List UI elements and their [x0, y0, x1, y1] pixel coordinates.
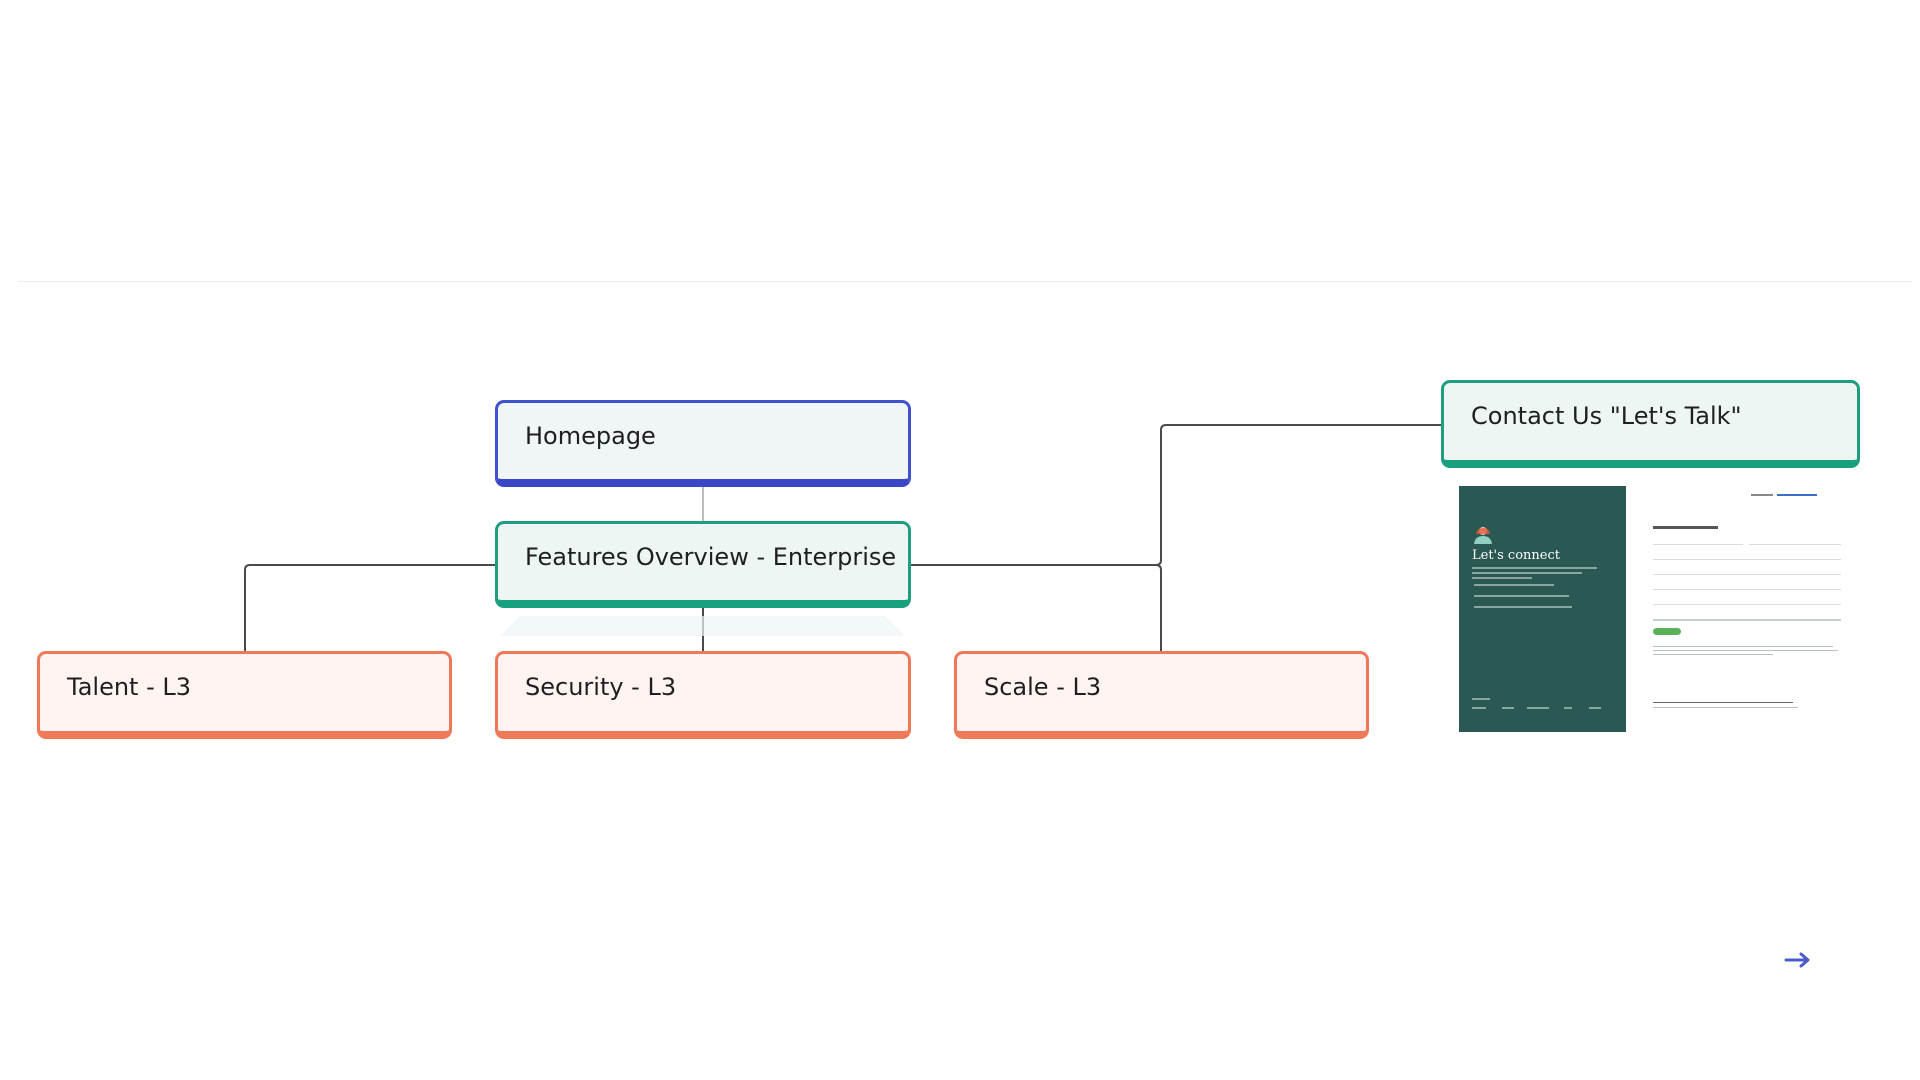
contact-page-thumbnail[interactable]: Let's connect [1459, 486, 1857, 732]
person-icon [1473, 526, 1493, 544]
node-features-overview-label: Features Overview - Enterprise [525, 543, 897, 571]
node-talent[interactable]: Talent - L3 [37, 651, 452, 739]
thumbnail-submit-button [1653, 628, 1681, 635]
arrow-right-icon[interactable] [1784, 950, 1812, 970]
thumbnail-form-field [1653, 574, 1841, 575]
thumbnail-disclaimer-line [1653, 650, 1838, 651]
thumbnail-left-panel: Let's connect [1459, 486, 1626, 732]
thumbnail-heading-line [1653, 526, 1718, 529]
thumbnail-bullet-line [1474, 606, 1572, 608]
thumbnail-logo-row [1527, 707, 1549, 709]
thumbnail-logo-row [1472, 707, 1486, 709]
thumbnail-bullet-line [1474, 584, 1554, 586]
node-features-overview[interactable]: Features Overview - Enterprise [495, 521, 911, 608]
thumbnail-form-field [1653, 559, 1841, 560]
thumbnail-top-link [1777, 494, 1817, 496]
thumbnail-logo-row [1502, 707, 1514, 709]
node-contact-us-label: Contact Us "Let's Talk" [1471, 402, 1742, 430]
thumbnail-form-field [1653, 604, 1841, 605]
thumbnail-form-field [1749, 544, 1841, 545]
node-security[interactable]: Security - L3 [495, 651, 911, 739]
thumbnail-footer-line [1472, 698, 1490, 700]
thumbnail-form-select [1653, 619, 1841, 621]
connector-features-scale [911, 564, 1162, 652]
thumbnail-form-field [1653, 544, 1743, 545]
features-shadow [500, 616, 905, 636]
thumbnail-bullet-line [1474, 595, 1569, 597]
thumbnail-form-field [1653, 589, 1841, 590]
node-scale[interactable]: Scale - L3 [954, 651, 1369, 739]
node-talent-label: Talent - L3 [67, 673, 192, 701]
thumbnail-top-text [1751, 494, 1773, 496]
node-homepage-label: Homepage [525, 422, 656, 450]
thumbnail-logo-row [1589, 707, 1601, 709]
thumbnail-disclaimer-line [1653, 646, 1833, 647]
node-scale-label: Scale - L3 [984, 673, 1102, 701]
node-contact-us[interactable]: Contact Us "Let's Talk" [1441, 380, 1860, 468]
connector-features-talent [244, 564, 495, 652]
thumbnail-text-line [1472, 577, 1532, 579]
thumbnail-footnote-line [1653, 707, 1798, 708]
node-security-label: Security - L3 [525, 673, 677, 701]
thumbnail-text-line [1472, 572, 1582, 574]
connector-features-contact [1155, 424, 1441, 566]
thumbnail-text-line [1472, 567, 1597, 569]
divider-line [18, 281, 1912, 282]
thumbnail-footnote-line [1653, 702, 1793, 703]
thumbnail-title: Let's connect [1472, 548, 1560, 563]
thumbnail-disclaimer-line [1653, 654, 1773, 655]
thumbnail-logo-row [1564, 707, 1572, 709]
node-homepage[interactable]: Homepage [495, 400, 911, 487]
